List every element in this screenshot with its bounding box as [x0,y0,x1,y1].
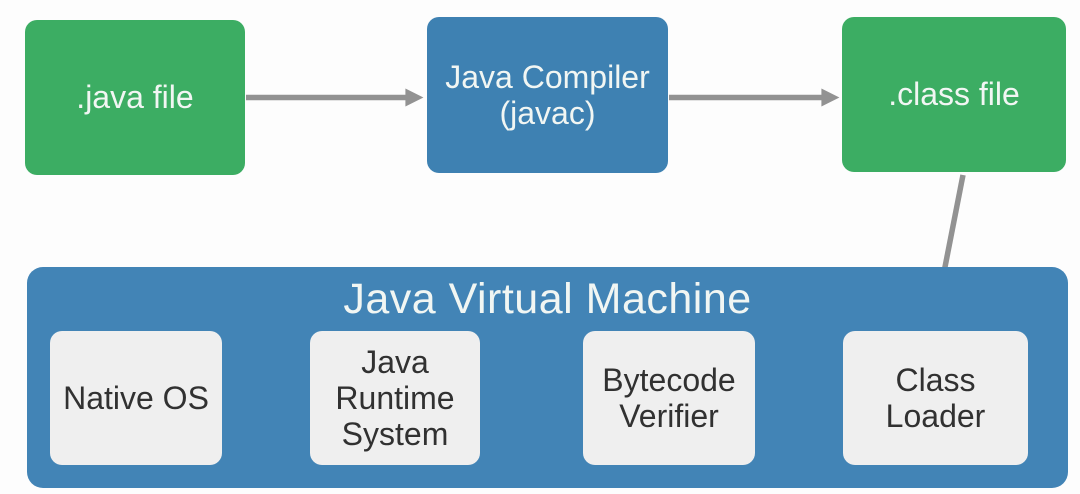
node-java-file-label: .java file [76,79,194,116]
node-class-loader-label: Class Loader [885,361,986,434]
node-java-compiler: Java Compiler (javac) [427,17,668,173]
jvm-container: Java Virtual Machine Native OS Java Runt… [27,267,1068,488]
node-native-os: Native OS [50,331,222,465]
node-bytecode-verifier-label: Bytecode Verifier [602,361,736,434]
node-native-os-label: Native OS [63,379,209,416]
node-bytecode-verifier: Bytecode Verifier [583,331,755,465]
node-java-compiler-label: Java Compiler (javac) [445,58,650,131]
node-class-loader: Class Loader [843,331,1028,465]
node-java-runtime-system: Java Runtime System [310,331,480,465]
node-java-runtime-system-label: Java Runtime System [335,343,455,453]
jvm-title: Java Virtual Machine [343,275,752,323]
node-class-file-label: .class file [888,76,1020,113]
node-class-file: .class file [842,17,1066,172]
node-java-file: .java file [25,20,245,175]
